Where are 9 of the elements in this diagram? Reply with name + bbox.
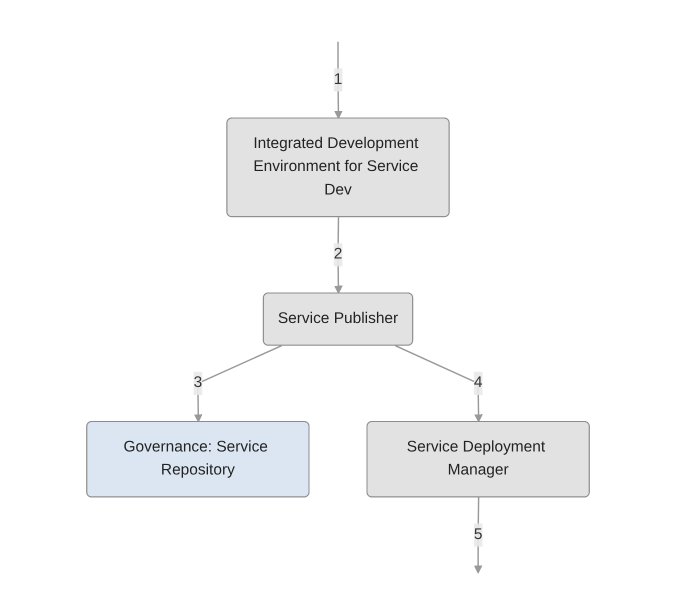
edge-label: 2 [334,246,343,263]
edge-label: 5 [474,526,483,543]
arrow [194,345,282,422]
edge-label: 4 [474,374,483,392]
edge-label: 3 [194,374,203,392]
arrow [334,217,344,294]
arrow [396,345,484,422]
edge-label: 1 [334,71,343,88]
arrow [474,497,483,574]
